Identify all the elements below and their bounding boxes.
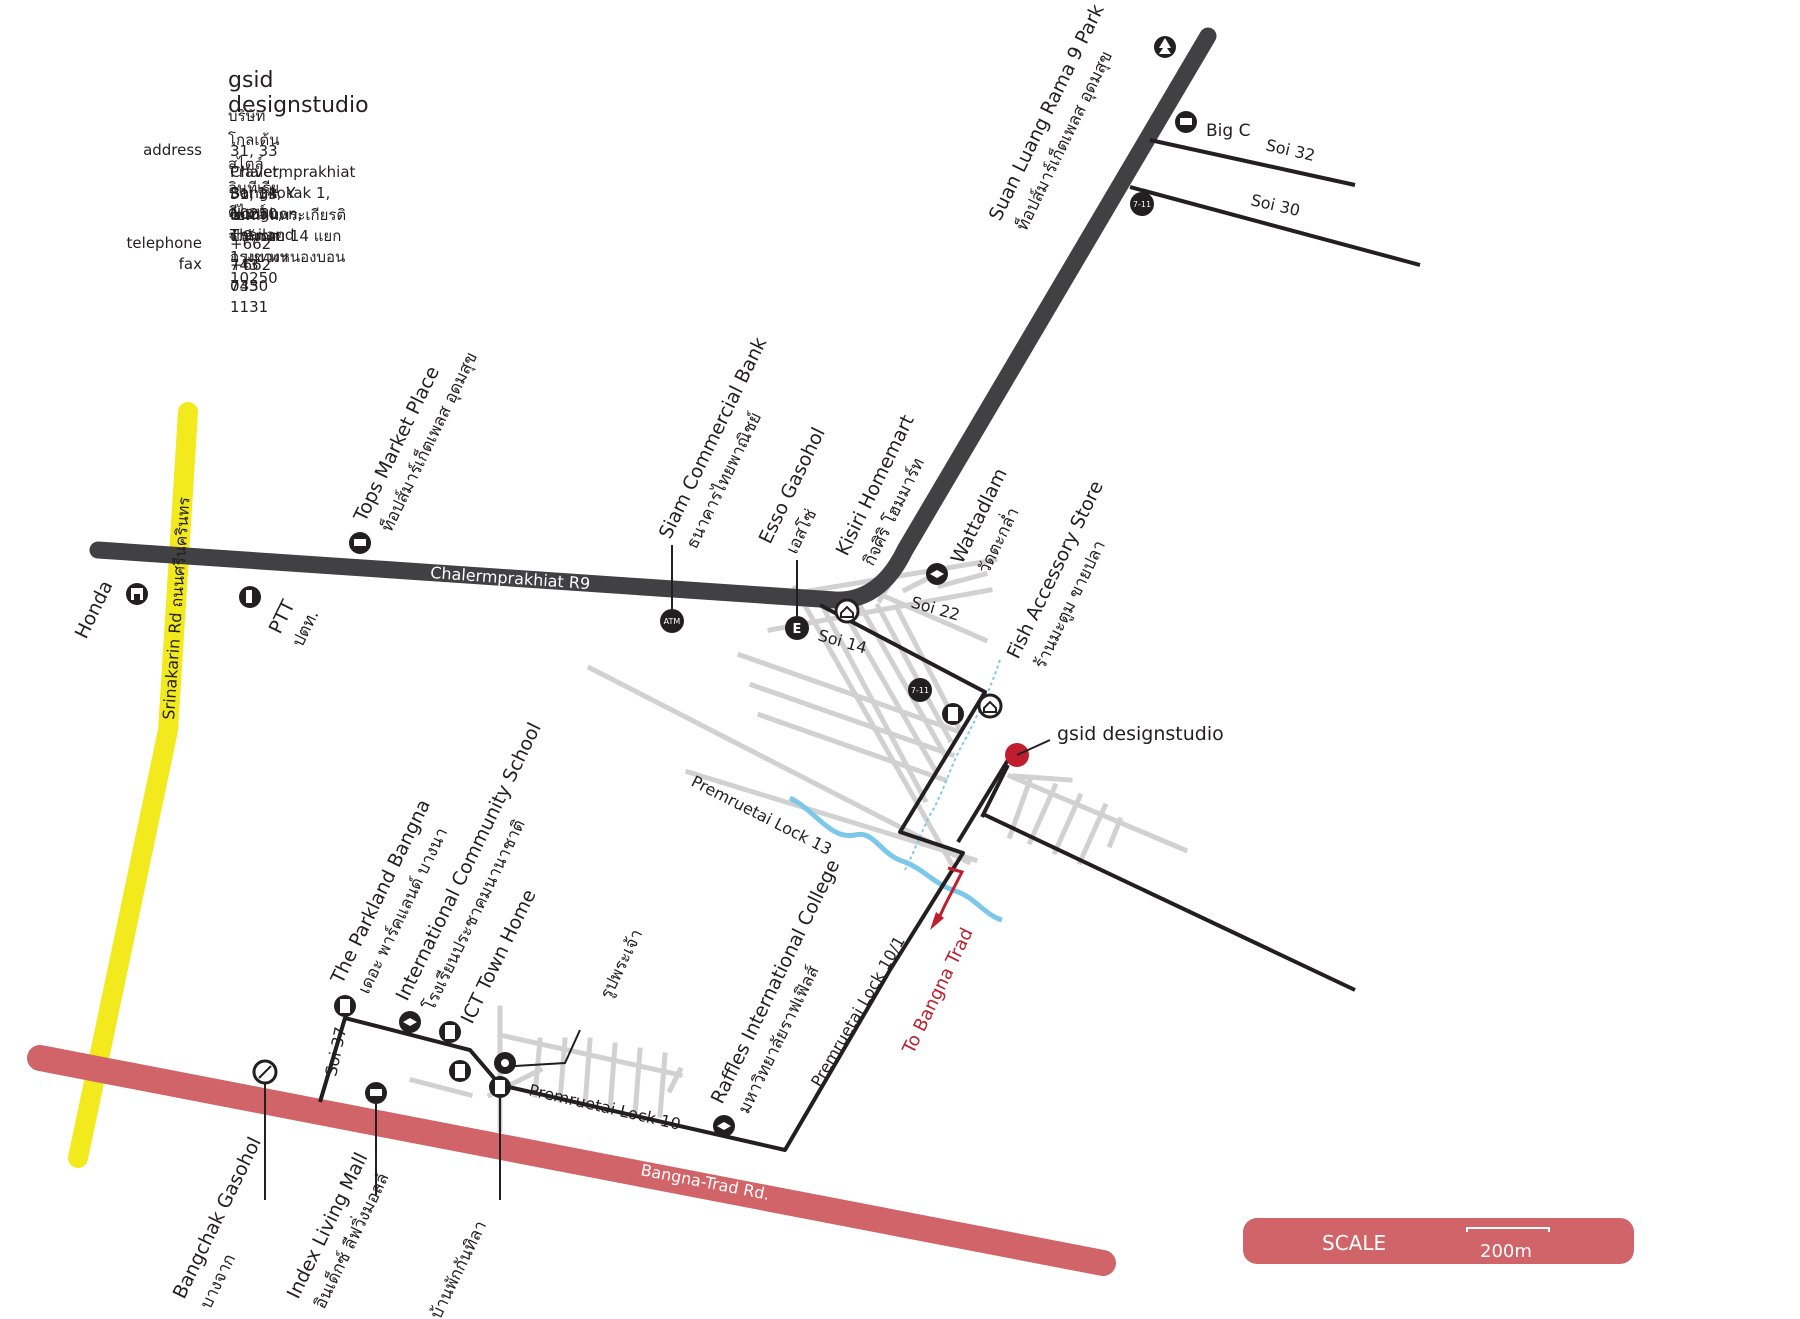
company-name: gsid designstudio xyxy=(228,68,369,118)
leader-lines xyxy=(264,545,1051,1200)
gsid-label[interactable]: gsid designstudio xyxy=(1057,723,1224,745)
scale-label: SCALE xyxy=(1322,1231,1386,1255)
wattadlam-school-icon xyxy=(926,563,948,585)
address-line-3: 31, 33 ซ.เฉลิมพระเกียรติ ร.9 ซอย 14 แยก … xyxy=(230,185,347,266)
fish-store-icon xyxy=(977,693,1003,719)
to-bangna-label[interactable]: To Bangna Trad xyxy=(898,925,977,1058)
honda-label: Honda xyxy=(71,577,118,642)
atm-label: ATM xyxy=(664,617,681,626)
index-mall-icon xyxy=(365,1082,387,1104)
scale-distance: 200m xyxy=(1480,1241,1532,1262)
parkland-building-icon xyxy=(334,995,356,1017)
bangchak-gas-icon xyxy=(252,1059,278,1085)
soi30-label: Soi 30 xyxy=(1249,190,1302,220)
address-line-1: 31, 33 Chalermprakhiat Soi 14, Yak 1, No… xyxy=(230,142,356,223)
honda-icon xyxy=(126,583,148,605)
soi32-label: Soi 32 xyxy=(1264,135,1317,165)
seven-eleven-label: 7-11 xyxy=(1133,200,1151,209)
bangna-trad-road xyxy=(27,1045,1116,1276)
chalermprakhiat-road xyxy=(89,27,1217,609)
fax-value: +662 743 1131 xyxy=(230,256,272,316)
bigc-label: Big C xyxy=(1206,121,1250,141)
seven-eleven-icon: 7-11 xyxy=(1130,192,1154,216)
kisiri-home-icon xyxy=(834,598,860,624)
lock10-1-label: Premruetai Lock 10/1 xyxy=(807,933,909,1090)
canal xyxy=(788,659,1003,923)
telephone-label: telephone xyxy=(126,234,202,252)
srinakarin-label: Srinakarin Rd ถนนศรีนครินทร xyxy=(159,496,194,720)
esso-label: E xyxy=(793,622,802,637)
ics-en-label: International Community School xyxy=(392,719,546,1004)
seven-eleven-icon-soi14: 7-11 xyxy=(908,678,932,702)
soi37-label: Soi 37 xyxy=(321,1025,350,1078)
soi-30-32 xyxy=(1129,138,1421,267)
seven-eleven-label-2: 7-11 xyxy=(911,686,929,695)
park-icon xyxy=(1154,36,1176,58)
ict-building-icon xyxy=(439,1021,461,1043)
buddha-icon xyxy=(494,1052,516,1074)
address-line-2: Pravet, Bangkok 10250, Thailand xyxy=(230,163,295,244)
scale-bar: SCALE 200m xyxy=(1243,1218,1634,1264)
route-lines xyxy=(318,603,1356,1152)
raffles-school-icon xyxy=(713,1115,735,1137)
company-name-th: บริษัท โกลเด้น สไตล์ อินทีเรีย ดีไซน์ จำ… xyxy=(228,107,280,245)
telephone-value[interactable]: +662 743 0350 xyxy=(230,235,272,295)
esso-icon: E xyxy=(785,616,809,640)
tops-shop-icon xyxy=(349,532,371,554)
ptt-icon xyxy=(239,586,261,608)
bigc-shop-icon xyxy=(1175,111,1197,133)
srinakarin-road xyxy=(68,402,198,1168)
building-icon-lock10b xyxy=(489,1076,511,1098)
atm-icon: ATM xyxy=(660,609,684,633)
fax-label: fax xyxy=(178,255,202,273)
house-th-label: บ้านพักกันทิลา xyxy=(427,1218,492,1319)
chalermprakhiat-label: Chalermprakhiat R9 xyxy=(430,563,591,593)
direction-arrow xyxy=(930,866,965,930)
minor-streets xyxy=(408,557,1189,1133)
building-icon-soi14 xyxy=(942,703,964,725)
building-icon-lock10a xyxy=(449,1060,471,1082)
address-label: address xyxy=(143,141,202,159)
buddha-label: รูปพระเจ้า xyxy=(597,926,648,1002)
ics-school-icon xyxy=(399,1011,421,1033)
soi14-label: Soi 14 xyxy=(816,626,869,658)
address-line-4: เขตประเวศ กรุงเทพฯ 10250 xyxy=(230,206,288,287)
